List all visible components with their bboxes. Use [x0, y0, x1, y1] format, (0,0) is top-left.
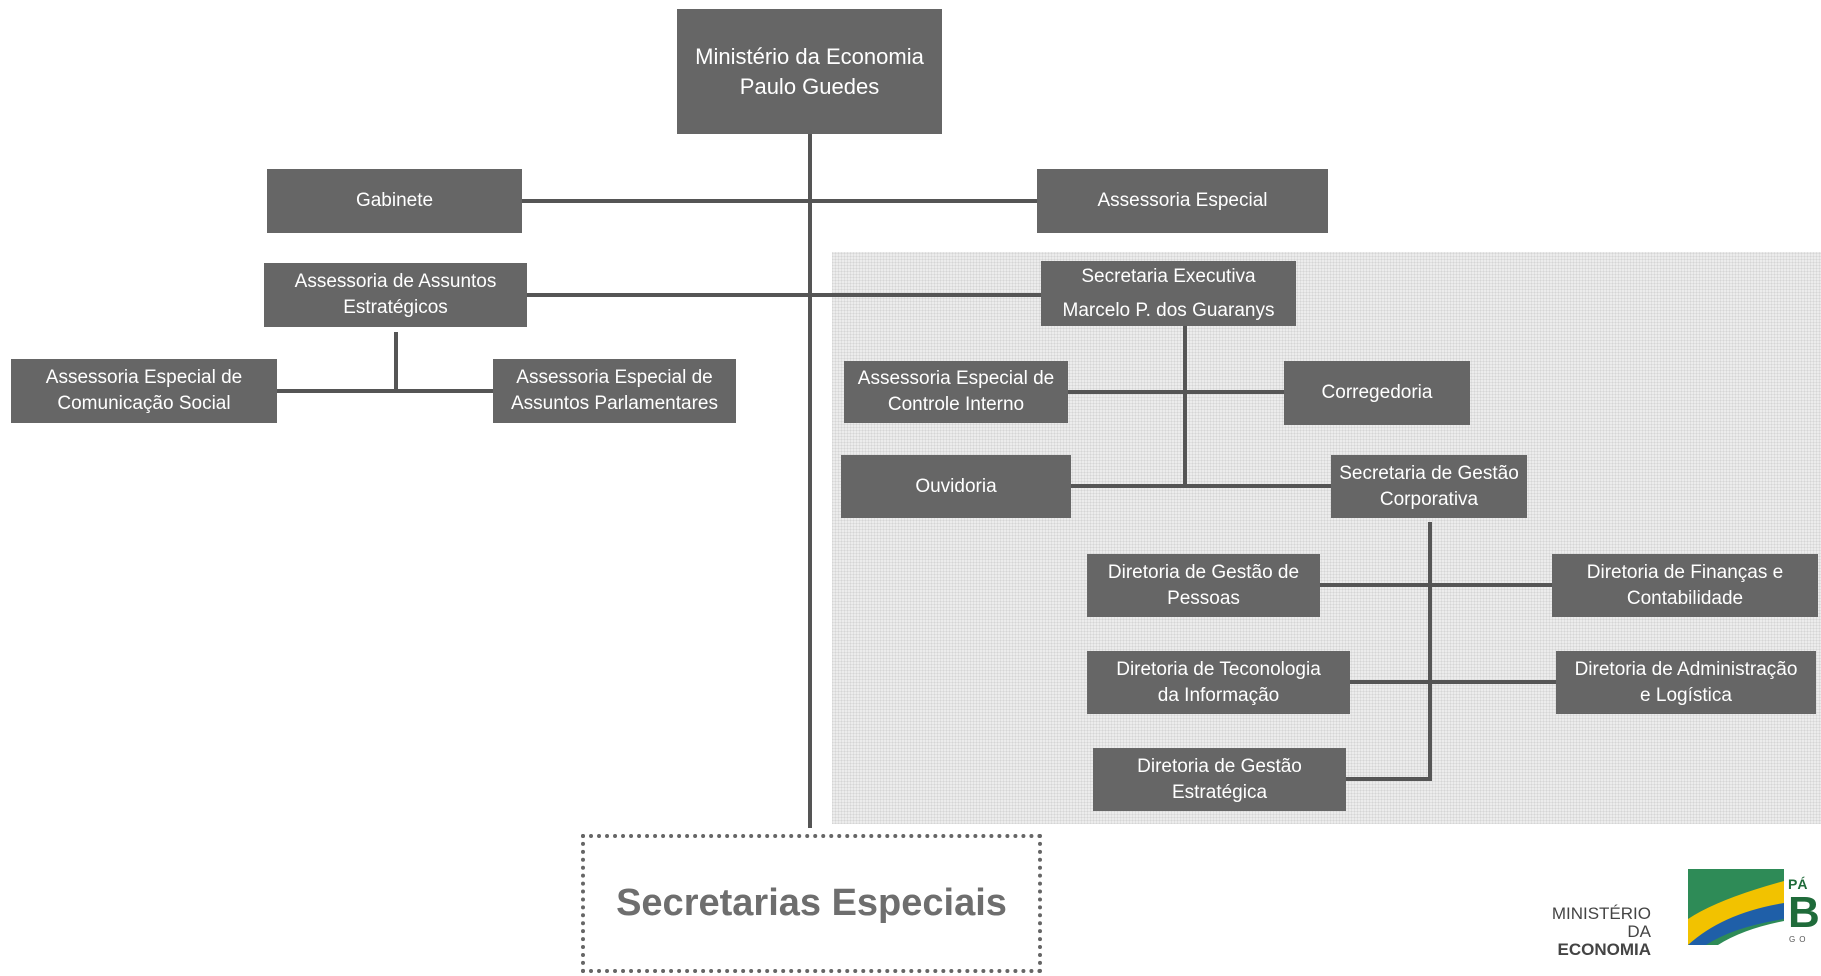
box-line-1: Diretoria de Finanças e — [1586, 561, 1784, 583]
box-line-1: Assessoria Especial de — [516, 367, 713, 388]
secretarias-especiais-label: Secretarias Especiais — [616, 882, 1007, 924]
svg-text:GO: GO — [1789, 935, 1809, 944]
ministerio-economia-box: Ministério da Economia Paulo Guedes — [677, 9, 942, 134]
ouvidoria-box: Ouvidoria — [841, 455, 1071, 518]
box-line-2: Pessoas — [1167, 587, 1240, 609]
box-line-1: Assessoria Especial de — [857, 368, 1055, 389]
box-line-2: e Logística — [1640, 684, 1732, 706]
corregedoria-label: Corregedoria — [1321, 382, 1433, 403]
corregedoria-box: Corregedoria — [1284, 361, 1470, 425]
box-line-2: Marcelo P. dos Guaranys — [1062, 299, 1275, 321]
assessoria-especial-label: Assessoria Especial — [1097, 190, 1268, 211]
box-line-1: Assessoria de Assuntos — [294, 271, 497, 292]
secretarias-especiais-box: Secretarias Especiais — [581, 834, 1042, 973]
secretaria-executiva-region — [832, 252, 1821, 824]
gabinete-box: Gabinete — [267, 169, 522, 233]
box-line-1: Secretaria de Gestão — [1339, 462, 1519, 484]
box-line-1: Diretoria de Gestão de — [1107, 561, 1300, 583]
box-line-1: Diretoria de Gestão — [1137, 755, 1302, 777]
ministerio-wordmark: MINISTÉRIO DA ECONOMIA — [1530, 905, 1651, 959]
box-line-2: da Informação — [1157, 684, 1280, 706]
assessoria-assuntos-parlamentares-box: Assessoria Especial de Assuntos Parlamen… — [493, 359, 736, 423]
svg-text:B: B — [1788, 888, 1820, 937]
box-line-1: Secretaria Executiva — [1081, 265, 1256, 287]
diretoria-gestao-pessoas-box: Diretoria de Gestão de Pessoas — [1087, 554, 1320, 617]
diretoria-administracao-logistica-box: Diretoria de Administração e Logística — [1556, 651, 1816, 714]
ministerio-line-1: MINISTÉRIO DA — [1551, 904, 1651, 941]
brasil-governo-federal-logo: PÁ B GO — [1688, 869, 1820, 945]
ouvidoria-label: Ouvidoria — [915, 475, 997, 497]
secretaria-gestao-corporativa-box: Secretaria de Gestão Corporativa — [1331, 455, 1527, 518]
box-line-2: Estratégicos — [343, 297, 448, 318]
diretoria-financas-contabilidade-box: Diretoria de Finanças e Contabilidade — [1552, 554, 1818, 617]
diretoria-tecnologia-informacao-box: Diretoria de Teconologia da Informação — [1087, 651, 1350, 714]
gabinete-label: Gabinete — [355, 190, 434, 211]
box-line-2: Comunicação Social — [57, 393, 231, 414]
box-line-2: Estratégica — [1171, 781, 1268, 803]
root-title: Ministério da Economia — [695, 43, 924, 69]
assessoria-especial-box: Assessoria Especial — [1037, 169, 1328, 233]
secretaria-executiva-box: Secretaria Executiva Marcelo P. dos Guar… — [1041, 261, 1296, 326]
ministerio-line-2: ECONOMIA — [1557, 940, 1652, 959]
root-minister: Paulo Guedes — [739, 73, 880, 99]
assessoria-comunicacao-social-box: Assessoria Especial de Comunicação Socia… — [11, 359, 277, 423]
svg-text:PÁ: PÁ — [1788, 876, 1807, 892]
diretoria-gestao-estrategica-box: Diretoria de Gestão Estratégica — [1093, 748, 1346, 811]
box-line-2: Contabilidade — [1626, 587, 1744, 609]
box-line-2: Corporativa — [1379, 488, 1479, 510]
box-line-1: Assessoria Especial de — [45, 367, 243, 388]
box-line-1: Diretoria de Teconologia — [1116, 658, 1321, 680]
box-line-1: Diretoria de Administração — [1574, 658, 1798, 680]
assessoria-controle-interno-box: Assessoria Especial de Controle Interno — [844, 361, 1068, 423]
assessoria-assuntos-estrategicos-box: Assessoria de Assuntos Estratégicos — [264, 263, 527, 327]
box-line-2: Assuntos Parlamentares — [511, 393, 718, 414]
ministerio-economia-logo: MINISTÉRIO DA ECONOMIA PÁ B GO — [1530, 865, 1821, 976]
box-line-2: Controle Interno — [887, 394, 1025, 415]
